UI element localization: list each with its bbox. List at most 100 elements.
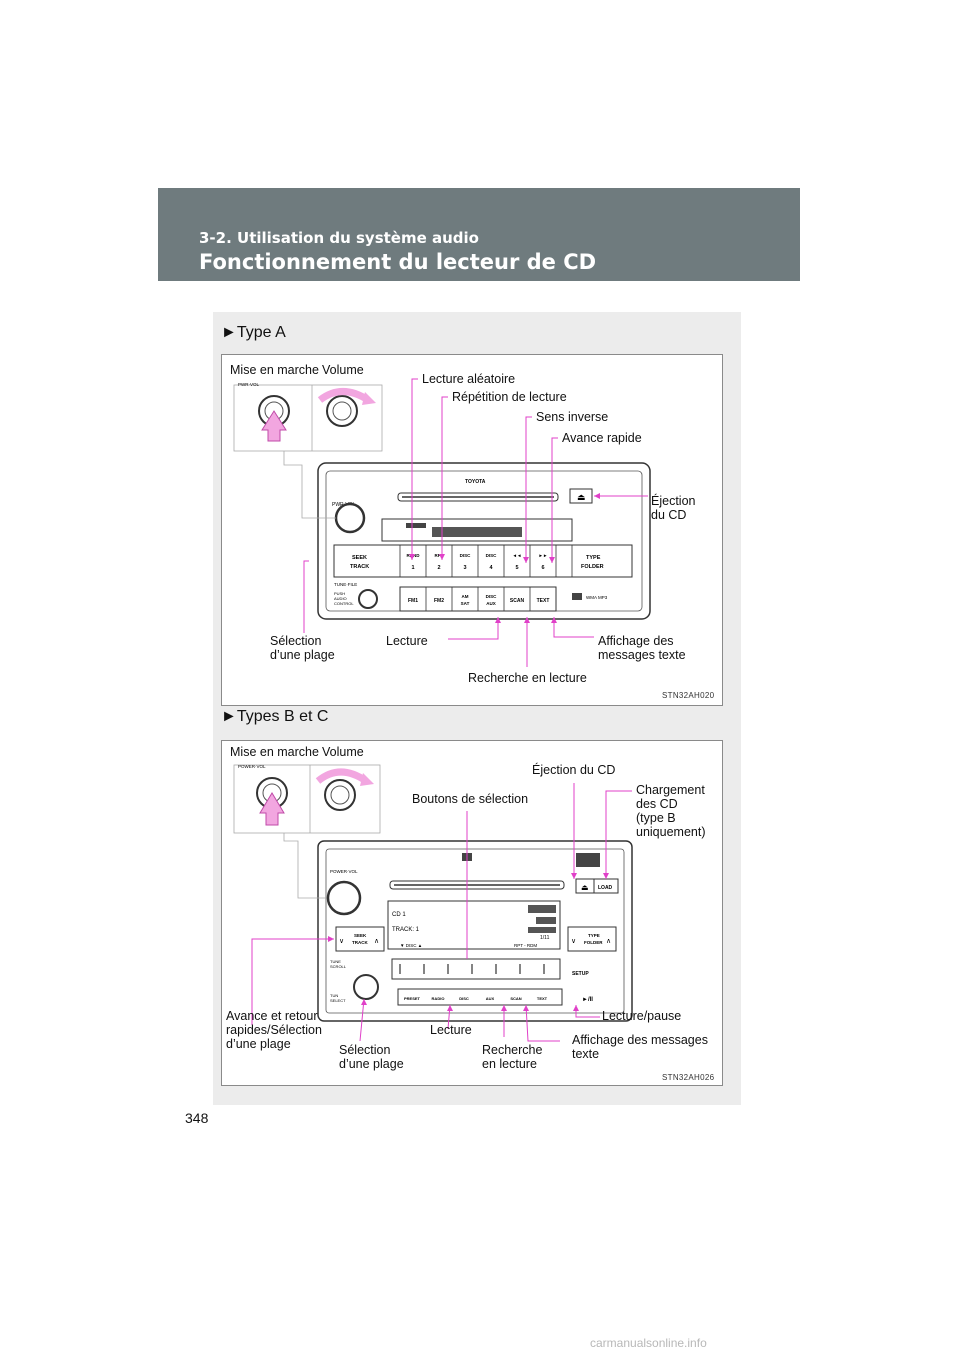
label-repeat: Répétition de lecture [452,390,567,404]
radio-a-button-bottom-2: AM [462,594,469,599]
label-scan-a: Recherche en lecture [468,671,587,685]
label-eject-bc: Éjection du CD [532,763,616,777]
label-ff-rew-3: d’une plage [226,1037,291,1051]
svg-text:RPT - RDM: RPT - RDM [514,943,537,948]
label-load-4: uniquement) [636,825,706,839]
svg-text:SCROLL: SCROLL [330,964,347,969]
svg-text:⏏: ⏏ [581,883,589,892]
radio-a-bottom-buttons: FM1 FM2 AM SAT DISC AUX SCAN TEXT [408,594,549,606]
radio-a-button-top-4: ◄◄ [513,553,522,558]
radio-a-button-bottom-5: TEXT [537,598,550,604]
type-bc-heading: ►Types B et C [221,708,329,725]
svg-text:TUNE: TUNE [330,959,341,964]
type-a-heading: ►Type A [221,324,286,341]
radio-a-brand: TOYOTA [465,479,486,485]
svg-text:FOLDER: FOLDER [584,940,603,945]
label-track-select-a-1: Sélection [270,634,322,648]
svg-text:PWR·VOL: PWR·VOL [238,382,259,387]
svg-text:FOLDER: FOLDER [581,564,604,570]
svg-text:∧: ∧ [606,938,611,945]
radio-bc-preset-buttons [399,964,545,974]
label-load-1: Chargement [636,783,705,797]
svg-text:CONTROL: CONTROL [334,601,354,606]
svg-text:SEEK: SEEK [354,933,367,938]
label-load-2: des CD [636,797,678,811]
svg-text:▼ DISC ▲: ▼ DISC ▲ [400,943,422,948]
svg-text:►/II: ►/II [582,997,593,1003]
page-number: 348 [185,1110,209,1126]
svg-text:TRACK: 1: TRACK: 1 [392,927,420,933]
radio-a-button-top-num-2: 3 [463,565,466,571]
label-select-buttons: Boutons de sélection [412,792,529,806]
label-play-bc: Lecture [430,1023,472,1037]
label-fast-forward: Avance rapide [562,431,642,445]
label-scan-bc-1: Recherche [482,1043,543,1057]
label-play-a: Lecture [386,634,428,648]
label-power-a: Mise en marche [230,363,319,377]
radio-a-button-top-1: RPT [435,553,444,558]
svg-text:∧: ∧ [374,938,379,945]
radio-a-button-top-num-0: 1 [411,565,414,571]
section-title: 3-2. Utilisation du système audio [199,229,479,247]
label-track-select-a-2: d’une plage [270,648,335,662]
label-load-3: (type B [636,811,676,825]
radio-a-button-bottom-3: DISC [486,594,498,599]
label-text-display-bc-1: Affichage des messages [572,1033,708,1047]
svg-text:AUDIO: AUDIO [334,596,347,601]
figure-type-a: PWR·VOL TOYOTA ⏏ PWR-VOL SEEK TRACK [221,354,723,706]
svg-text:TYPE: TYPE [586,555,601,561]
svg-text:1/11: 1/11 [540,935,550,941]
radio-a-button-top-3: DISC [486,553,498,558]
radio-a-button-bottom-b-2: SAT [461,601,470,606]
figure-code-bc: STN32AH026 [662,1073,715,1082]
svg-text:∨: ∨ [339,938,344,945]
radio-a-button-top-num-1: 2 [437,565,440,571]
label-eject-a-2: du CD [651,508,687,522]
radio-bc-button-bottom-4: SCAN [510,996,521,1001]
radio-a-button-bottom-4: SCAN [510,598,525,604]
svg-text:TRACK: TRACK [352,940,368,945]
label-play-pause: Lecture/pause [602,1009,682,1023]
radio-bc-button-bottom-5: TEXT [537,996,548,1001]
svg-text:POWER·VOL: POWER·VOL [238,764,266,769]
radio-bc-button-bottom-1: RADIO [432,996,445,1001]
svg-text:SELECT: SELECT [330,998,346,1003]
label-volume-a: Volume [322,363,364,377]
svg-text:SETUP: SETUP [572,971,589,977]
radio-a-button-bottom-0: FM1 [408,598,418,604]
svg-text:TUN: TUN [330,993,338,998]
svg-text:⏏: ⏏ [577,492,586,502]
svg-text:POWER·VOL: POWER·VOL [330,869,358,874]
svg-text:TRACK: TRACK [350,564,369,570]
label-track-select-bc-2: d’une plage [339,1057,404,1071]
label-text-display-a-1: Affichage des [598,634,674,648]
svg-text:CD 1: CD 1 [392,912,406,918]
svg-text:LOAD: LOAD [598,885,613,891]
label-random: Lecture aléatoire [422,372,516,386]
radio-a-button-top-num-4: 5 [515,565,518,571]
radio-a-button-bottom-b-3: AUX [486,601,496,606]
radio-a-illustration: PWR·VOL TOYOTA ⏏ PWR-VOL SEEK TRACK [233,378,651,667]
content-panel: ►Type A PWR·VOL TOYOTA ⏏ PWR-VOL [213,312,741,1105]
radio-a-button-top-2: DISC [460,553,472,558]
svg-text:WMA MP3: WMA MP3 [586,595,608,600]
label-scan-bc-2: en lecture [482,1057,537,1071]
svg-text:PUSH: PUSH [334,591,345,596]
svg-text:TUNE·FILE: TUNE·FILE [334,582,357,587]
watermark: carmanualsonline.info [590,1336,707,1350]
label-reverse: Sens inverse [536,410,609,424]
radio-bc-button-bottom-2: DISC [459,996,469,1001]
label-ff-rew-2: rapides/Sélection [226,1023,322,1037]
radio-bc-button-bottom-0: PRESET [404,996,421,1001]
header-bar: 3-2. Utilisation du système audio Foncti… [158,188,800,281]
figure-code-a: STN32AH020 [662,691,715,700]
label-ff-rew-1: Avance et retour [226,1009,318,1023]
svg-text:TYPE: TYPE [588,933,600,938]
svg-text:∨: ∨ [571,938,576,945]
radio-a-button-top-num-3: 4 [489,565,493,571]
radio-a-button-bottom-1: FM2 [434,598,444,604]
radio-a-button-top-num-5: 6 [541,565,544,571]
radio-a-button-top-5: ►► [539,553,548,558]
label-eject-a-1: Éjection [651,494,696,508]
